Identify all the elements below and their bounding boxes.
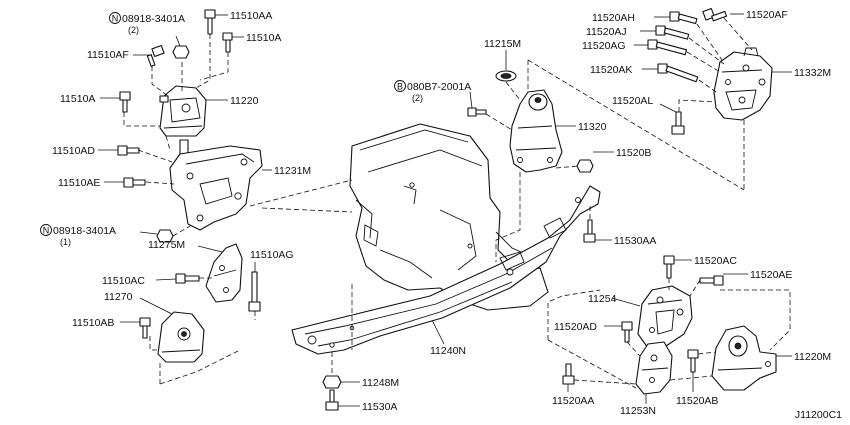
bolt-11510ac — [175, 273, 200, 284]
bolt-11520ak — [657, 63, 699, 83]
label-08918-3401a-top: 08918-3401A — [122, 13, 185, 25]
bolt-symbol: B — [397, 82, 403, 92]
label-08918-3401a-bottom-qty: (1) — [60, 237, 71, 247]
label-08918-3401a-top-qty: (2) — [128, 25, 139, 35]
bolt-11510af — [146, 44, 165, 67]
bolt-080b7 — [467, 107, 487, 117]
bolt-11520ad — [621, 321, 633, 343]
bracket-11275m — [205, 243, 243, 303]
label-11520ak: 11520AK — [590, 64, 632, 76]
bolt-11510ad — [117, 145, 140, 156]
label-08918-3401a-bottom: 08918-3401A — [53, 225, 116, 237]
mount-11220 — [159, 85, 207, 137]
label-11520ah: 11520AH — [592, 12, 635, 24]
bolt-11520ag — [647, 39, 688, 56]
bracket-11231m — [169, 145, 263, 231]
label-11510ac: 11510AC — [102, 275, 145, 287]
bolt-11510a-left — [119, 91, 131, 113]
label-11254: 11254 — [588, 293, 617, 305]
stud — [179, 139, 189, 155]
label-11510a-left: 11510A — [60, 93, 95, 105]
label-11520al: 11520AL — [612, 95, 653, 107]
label-11240n: 11240N — [430, 345, 466, 357]
label-11510ad: 11510AD — [52, 145, 95, 157]
label-11510ab: 11510AB — [72, 317, 114, 329]
bolt-11520ab — [687, 349, 699, 373]
label-11510ae: 11510AE — [58, 177, 100, 189]
nut-icon — [156, 229, 174, 243]
label-11231m: 11231M — [274, 165, 311, 177]
bolt-11520aj — [655, 25, 690, 40]
label-11520ac: 11520AC — [694, 255, 737, 267]
label-11520aa: 11520AA — [552, 395, 594, 407]
bracket-11254 — [637, 285, 693, 349]
nut-symbol-top: N — [112, 14, 119, 24]
bolt-11520af — [702, 7, 728, 22]
label-11248m: 11248M — [362, 377, 399, 389]
mount-11320 — [509, 89, 563, 173]
label-11220m: 11220M — [794, 351, 831, 363]
label-080b7-2001a: 080B7-2001A — [407, 81, 471, 93]
label-11320: 11320 — [578, 121, 607, 133]
label-11530aa: 11530AA — [614, 235, 656, 247]
bracket-11332m — [713, 47, 773, 121]
crossmember — [291, 185, 601, 355]
bolt-11530a — [325, 389, 339, 411]
label-11520ad: 11520AD — [554, 321, 597, 333]
nut-callout-top: N 08918-3401A (2) — [109, 12, 185, 35]
label-11510aa: 11510AA — [230, 10, 272, 22]
bolt-11520ac — [663, 255, 675, 279]
nut-11248m — [322, 375, 342, 389]
label-080b7-2001a-qty: (2) — [412, 93, 423, 103]
nut-11520b — [576, 159, 594, 173]
label-11510ag: 11510AG — [250, 249, 294, 261]
bolt-11510aa — [204, 9, 228, 35]
bolt-11530aa — [583, 219, 596, 243]
label-11520ab: 11520AB — [676, 395, 718, 407]
bolt-11510a-top — [222, 32, 233, 53]
label-11520aj: 11520AJ — [586, 26, 627, 38]
bolt-11520ah — [669, 11, 698, 25]
label-11270: 11270 — [104, 291, 133, 303]
bolt-11510ag — [248, 271, 261, 312]
bolt-11510ae — [123, 177, 146, 188]
washer-11215m — [495, 70, 517, 82]
bolt-11510ab — [139, 317, 151, 339]
label-11220: 11220 — [230, 95, 259, 107]
label-11520ag: 11520AG — [582, 40, 626, 52]
mount-11270 — [157, 311, 205, 363]
bolt-11520ae — [699, 275, 724, 286]
label-11332m: 11332M — [794, 67, 831, 79]
label-11520ae: 11520AE — [750, 269, 792, 281]
mount-11220m — [711, 325, 777, 391]
diagram-id: J11200C1 — [795, 409, 842, 421]
engine-block — [349, 123, 549, 311]
nut-icon — [172, 45, 190, 59]
label-11510a-top: 11510A — [246, 32, 281, 44]
bolt-callout-080b7: B 080B7-2001A (2) — [394, 80, 471, 103]
nut-symbol-bottom: N — [43, 226, 50, 236]
label-11520b: 11520B — [616, 147, 651, 159]
bolt-11520al — [671, 111, 685, 135]
bracket-11253n — [635, 341, 673, 395]
label-11530a: 11530A — [362, 401, 397, 413]
label-11510af: 11510AF — [87, 49, 129, 61]
nut-callout-bottom: N 08918-3401A (1) — [40, 224, 116, 247]
bolt-11520aa — [562, 363, 575, 385]
label-11253n: 11253N — [620, 405, 656, 417]
label-11520af: 11520AF — [746, 9, 788, 21]
label-11275m: 11275M — [148, 239, 185, 251]
label-11215m: 11215M — [484, 38, 521, 50]
